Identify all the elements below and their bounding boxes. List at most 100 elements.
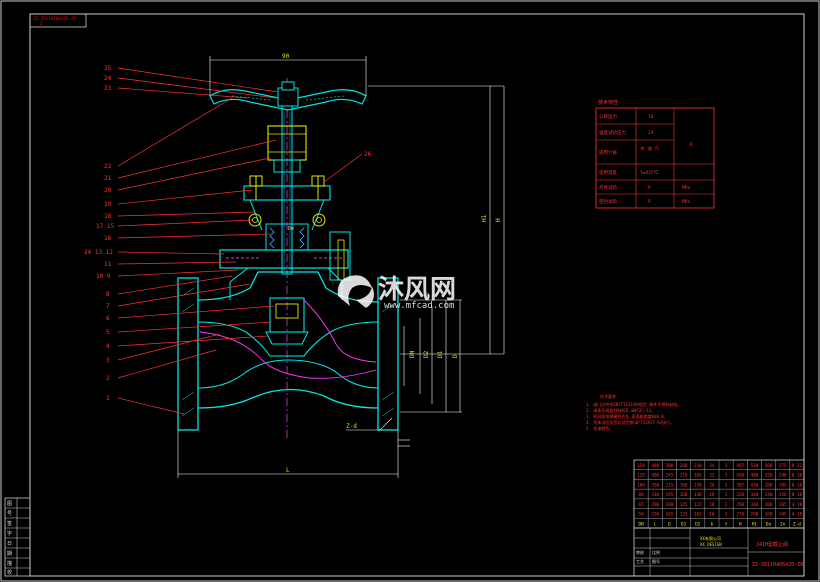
strip-label-3: 字 xyxy=(7,530,12,537)
dim-table-header-cell: L xyxy=(654,521,657,527)
dim-table-header-cell: Zn xyxy=(780,521,786,527)
dim-table-cell: 102 xyxy=(694,512,702,518)
dim-table-cell: 195 xyxy=(779,482,787,488)
callout-19: 19 xyxy=(104,201,112,208)
dim-table-cell: 430 xyxy=(736,473,744,479)
dim-table-cell: 145 xyxy=(680,502,688,508)
title-label-b: 图号 xyxy=(652,558,660,564)
dim-table-header-cell: Z-d xyxy=(793,521,801,527)
company-line2: XX DESIGN xyxy=(700,542,722,547)
dim-table-cell: 360 xyxy=(765,463,773,469)
notes-title: 技术要求 xyxy=(600,393,616,399)
corner-code-box: ZZ-Z811H4064Z0-Z8 Z xyxy=(29,13,87,28)
yoke xyxy=(243,175,331,231)
spec-value-1: 24 xyxy=(648,130,654,136)
spec-unit-5: MPa xyxy=(682,199,690,205)
strip-label-0: 图 xyxy=(7,501,12,507)
dim-table-cell: 320 xyxy=(765,473,773,479)
dim-table-cell: 245 xyxy=(666,473,674,479)
callout-5: 5 xyxy=(106,329,110,336)
callout-16: 16 xyxy=(104,235,112,242)
dim-table-cell: 4-18 xyxy=(792,502,803,508)
dim-table-cell: 195 xyxy=(666,492,674,498)
company-line1: XX有限公司 xyxy=(700,535,721,541)
callout-8: 8 xyxy=(106,291,110,298)
dim-table-header-cell: DN xyxy=(638,521,644,527)
dim-table-cell: 8-18 xyxy=(792,473,803,479)
dim-d2: D2 xyxy=(423,350,430,358)
spec-value-2: 水 油 汽 xyxy=(640,145,659,152)
notes-line-0: 1. 阀门应符合GB/T12235的规定,铸件不得有缺陷。 xyxy=(586,401,681,407)
dim-table-cell: 125 xyxy=(680,512,688,518)
part-name: J41H型截止阀 xyxy=(756,541,788,548)
strip-label-4: 日 xyxy=(7,541,12,547)
valve-body xyxy=(177,271,399,431)
watermark: 沐风网 www.mfcad.com xyxy=(337,275,456,311)
dim-table-cell: 24 xyxy=(709,463,715,469)
dim-table-cell: 4-18 xyxy=(792,512,803,518)
callout-26: 26 xyxy=(364,151,372,158)
dim-table-cell: 3 xyxy=(725,492,728,498)
strip-label-6: 描 xyxy=(7,560,12,567)
spec-label-0: 公称压力 xyxy=(599,113,617,120)
dim-table-cell: 150 xyxy=(637,463,645,469)
notes-line-2: 3. 密封面堆焊硬质合金,表面粗糙度Ra0.8。 xyxy=(586,413,668,419)
valve-drawing: Dm xyxy=(177,78,399,440)
dim-table-cell: 122 xyxy=(694,502,702,508)
dim-table-cell: 290 xyxy=(736,502,744,508)
dim-table-cell: 210 xyxy=(680,473,688,479)
dim-table-cell: 22 xyxy=(709,473,715,479)
dim-table-cell: 290 xyxy=(651,502,659,508)
dim-table-cell: 160 xyxy=(680,492,688,498)
callout-18: 18 xyxy=(104,213,112,220)
dim-table-cell: 215 xyxy=(666,482,674,488)
dim-table-cell: 280 xyxy=(765,482,773,488)
dim-table-cell: 180 xyxy=(680,482,688,488)
notes-line-3: 4. 壳体试验及密封试验按GB/T13927-92执行。 xyxy=(586,419,674,425)
dim-table-cell: 240 xyxy=(779,473,787,479)
dim-table-cell: 145 xyxy=(779,512,787,518)
title-label-d: 工艺 xyxy=(636,559,644,564)
dim-table-header-cell: D xyxy=(668,521,671,527)
dim-table-cell: 387 xyxy=(736,482,744,488)
dim-table-cell: 340 xyxy=(751,492,759,498)
spec-heading: 技术特性 xyxy=(598,99,618,106)
dim-table-header-cell: H xyxy=(739,521,742,527)
dim-table-cell: 3 xyxy=(725,473,728,479)
corner-code: ZZ-Z811H4064Z0-Z8 xyxy=(33,16,76,21)
callout-labels: 25 24 23 22 21 20 19 18 17 15 16 24 13 1… xyxy=(84,65,372,402)
dim-table-cell: 138 xyxy=(694,492,702,498)
dim-table-cell: 185 xyxy=(694,473,702,479)
callout-1: 1 xyxy=(106,395,110,402)
dim-table-cell: 18 xyxy=(709,492,715,498)
callout-7: 7 xyxy=(106,303,110,310)
dim-table-cell: 100 xyxy=(637,482,645,488)
callout-leaders xyxy=(117,67,363,415)
spec-value-0: 16 xyxy=(648,114,654,120)
dim-table-cell: 3 xyxy=(725,512,728,518)
dim-table-header-cell: H1 xyxy=(752,521,758,527)
dim-table-cell: 210 xyxy=(694,463,702,469)
callout-22: 22 xyxy=(104,163,112,170)
spec-label-4: 壳体试验 xyxy=(599,184,617,191)
dim-table-cell: 400 xyxy=(651,473,659,479)
spec-table: 技术特性 公称压力 16 强度试验压力 24 适用介质 水 油 汽 适用温度 t… xyxy=(595,99,715,209)
dim-table-header-cell: D1 xyxy=(681,521,687,527)
dim-table-cell: 65 xyxy=(638,502,644,508)
dim-table-cell: 480 xyxy=(751,473,759,479)
dim-table-cell: 20 xyxy=(709,482,715,488)
dim-table-cell: 165 xyxy=(779,502,787,508)
spec-value-3: t≤425℃ xyxy=(640,170,660,176)
dimension-lines xyxy=(177,56,505,478)
drawing-number: ZZ-Z811H4064Z0-Z8 xyxy=(752,562,803,568)
dim-table-cell: 240 xyxy=(680,463,688,469)
callout-23: 23 xyxy=(104,85,112,92)
callout-11: 11 xyxy=(104,261,112,268)
callout-6: 6 xyxy=(106,315,110,322)
callout-21: 21 xyxy=(104,175,112,182)
notes-line-1: 2. 阀体及阀盖材料WCB,阀杆2Cr13。 xyxy=(586,407,655,413)
dim-table-cell: 8-22 xyxy=(792,463,803,469)
